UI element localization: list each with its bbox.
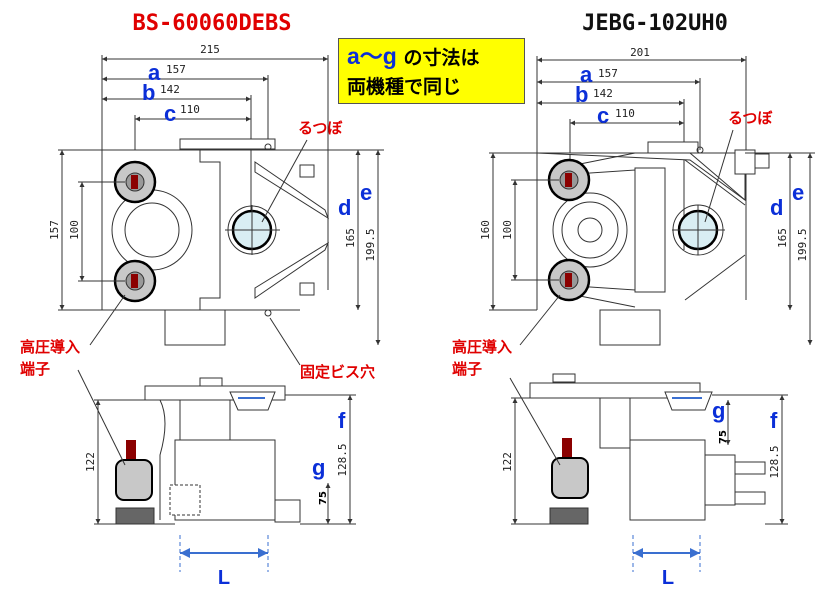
- right-letter-g: g: [712, 398, 725, 423]
- left-side-hv-terminal: [115, 440, 155, 525]
- left-letter-L: L: [218, 567, 230, 589]
- left-dim-b: 142: [160, 83, 180, 96]
- left-top-view: BS-60060DEBS 215 a 157 b 142 c 110: [48, 11, 384, 346]
- left-dim-side-height: 122: [84, 452, 97, 472]
- right-dim-overall: 201: [630, 46, 650, 59]
- left-screw-hole-label: 固定ビス穴: [300, 363, 375, 381]
- left-dim-f: 128.5: [336, 443, 349, 476]
- left-dim-d: 165: [344, 228, 357, 248]
- left-dim-a: 157: [166, 63, 186, 76]
- right-side-hv-terminal: [549, 438, 589, 525]
- right-hv-label-line2: 端子: [452, 360, 482, 378]
- note-line1: の寸法は: [396, 47, 480, 69]
- right-letter-c: c: [597, 103, 609, 128]
- right-dim-a: 157: [598, 67, 618, 80]
- left-dim-g: 75: [318, 491, 329, 505]
- right-crucible-label: るつぼ: [728, 109, 773, 127]
- left-hv-terminal-bottom: [113, 259, 157, 303]
- right-dim-height: 160: [479, 220, 492, 240]
- left-letter-f: f: [338, 408, 346, 433]
- right-dim-g: 75: [718, 430, 729, 444]
- left-dim-pitch: 100: [68, 220, 81, 240]
- right-dim-f: 128.5: [768, 445, 781, 478]
- left-dim-c: 110: [180, 103, 200, 116]
- right-letter-f: f: [770, 408, 778, 433]
- right-dim-side-height: 122: [501, 452, 514, 472]
- note-range: a～g: [347, 43, 397, 69]
- right-hv-terminal-top: [547, 158, 591, 202]
- left-dim-e: 199.5: [364, 228, 377, 261]
- left-letter-d: d: [338, 195, 351, 220]
- left-letter-a: a: [148, 60, 161, 85]
- right-side-view: 122 128.5 f g 75 高圧導入 端子 L: [452, 294, 788, 589]
- left-letter-g: g: [312, 455, 325, 480]
- left-dim-height: 157: [48, 220, 61, 240]
- right-dim-d: 165: [776, 228, 789, 248]
- left-letter-b: b: [142, 80, 155, 105]
- right-letter-d: d: [770, 195, 783, 220]
- left-hv-label-line1: 高圧導入: [20, 338, 80, 356]
- right-dim-c: 110: [615, 107, 635, 120]
- right-model-title: JEBG-102UH0: [582, 11, 728, 36]
- right-letter-L: L: [662, 567, 674, 589]
- right-dim-b: 142: [593, 87, 613, 100]
- right-letter-e: e: [792, 180, 804, 205]
- left-letter-e: e: [360, 180, 372, 205]
- right-letter-b: b: [575, 82, 588, 107]
- left-dim-overall: 215: [200, 43, 220, 56]
- right-hv-terminal-bottom: [547, 258, 591, 302]
- left-model-title: BS-60060DEBS: [133, 11, 292, 36]
- right-dim-e: 199.5: [796, 228, 809, 261]
- right-letter-a: a: [580, 62, 593, 87]
- right-dim-pitch: 100: [501, 220, 514, 240]
- left-hv-label-line2: 端子: [20, 360, 50, 378]
- common-dimensions-note: a～g の寸法は 両機種で同じ: [338, 38, 525, 104]
- right-top-view: JEBG-102UH0 201 a 157 b 142 c 110: [479, 11, 815, 346]
- right-hv-label-line1: 高圧導入: [452, 338, 512, 356]
- left-side-view: 122 128.5 f g 75 高圧導入 端子 固定ビス穴 L: [20, 294, 375, 589]
- note-line2: 両機種で同じ: [347, 76, 462, 98]
- left-screw-hole-icon: [264, 143, 272, 151]
- left-letter-c: c: [164, 101, 176, 126]
- left-crucible-label: るつぼ: [298, 119, 343, 137]
